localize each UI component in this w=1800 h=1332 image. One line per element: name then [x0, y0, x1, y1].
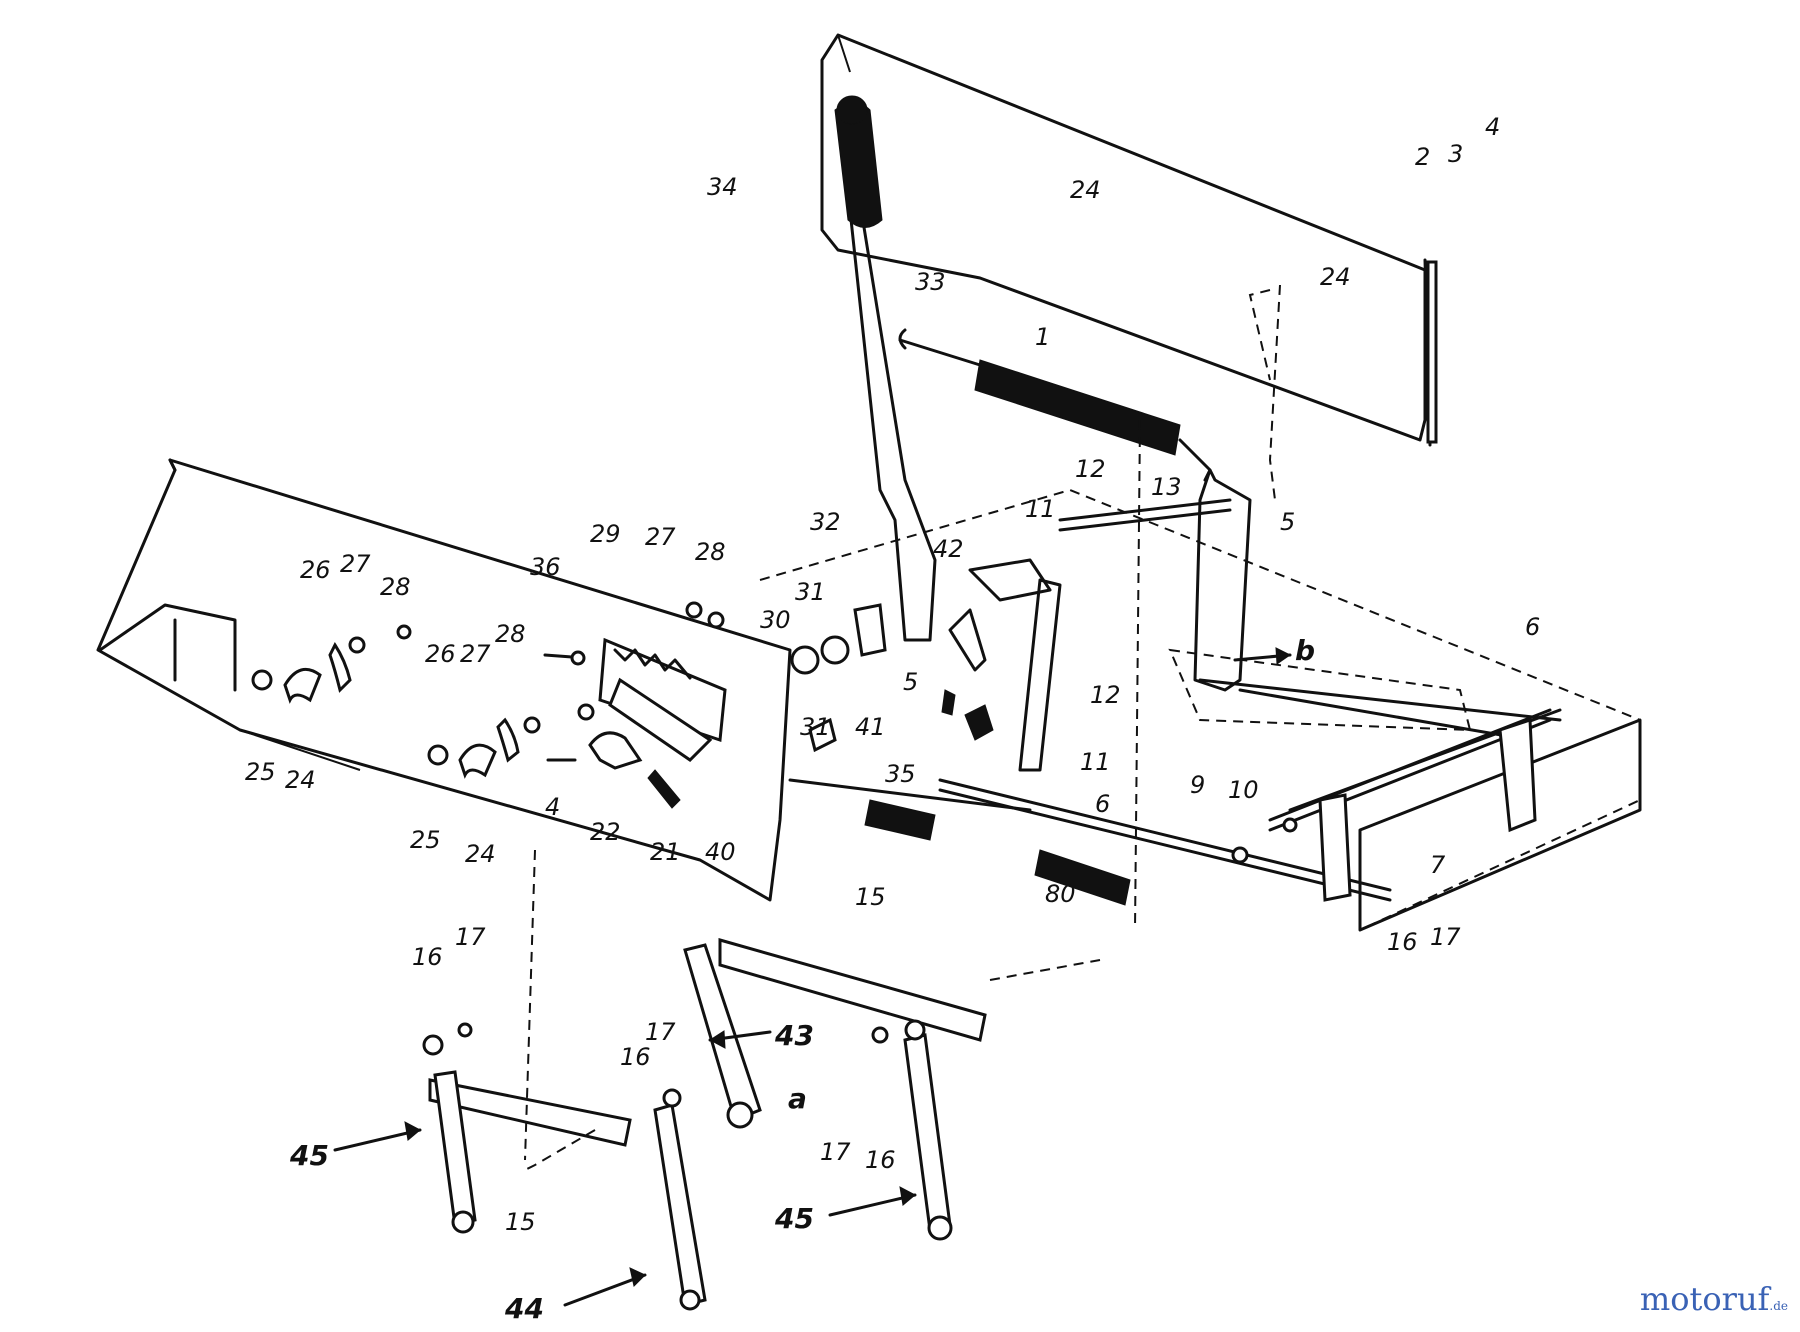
callout-10: 10 — [1228, 776, 1259, 804]
callout-25-left: 25 — [245, 758, 276, 786]
callout-7: 7 — [1430, 851, 1446, 879]
watermark-logo: motoruf.de — [1640, 1280, 1788, 1318]
callout-31-low: 31 — [800, 713, 831, 741]
callout-28-top: 28 — [380, 573, 411, 601]
callout-6-mid: 6 — [1095, 790, 1110, 818]
spring-1 — [898, 328, 1212, 482]
callout-26-top: 26 — [300, 556, 331, 584]
callout-24-bracket: 24 — [1320, 263, 1351, 291]
callout-24-left: 24 — [285, 766, 316, 794]
callout-5-right: 5 — [1280, 508, 1295, 536]
callout-27-right: 27 — [645, 523, 676, 551]
watermark-tld: .de — [1769, 1299, 1788, 1313]
callout-34: 34 — [707, 173, 738, 201]
cross-shaft — [1231, 708, 1552, 902]
callout-13: 13 — [1151, 473, 1182, 501]
callout-15-low: 15 — [505, 1208, 536, 1236]
callout-42: 42 — [933, 535, 964, 563]
shift-lever — [834, 95, 937, 642]
chassis-base — [759, 488, 1642, 981]
callout-11-mid: 11 — [1080, 748, 1111, 776]
callout-16-a: 16 — [412, 943, 443, 971]
shift-quadrant — [598, 637, 727, 762]
callout-21: 21 — [650, 838, 681, 866]
small-parts-mid — [790, 603, 994, 753]
callout-27-mid: 27 — [460, 640, 491, 668]
callout-4-left: 4 — [545, 793, 560, 821]
callout-6-right: 6 — [1525, 613, 1540, 641]
callout-22: 22 — [590, 818, 621, 846]
callout-17-a: 17 — [455, 923, 486, 951]
ref-letter-b: b — [1295, 634, 1315, 667]
ref-letter-a: a — [788, 1082, 807, 1115]
callout-44: 44 — [504, 1292, 544, 1325]
guide-lines — [524, 284, 1281, 1171]
callout-12-mid: 12 — [1090, 681, 1121, 709]
callout-12-top: 12 — [1075, 455, 1106, 483]
arrows — [333, 647, 1292, 1307]
callout-41: 41 — [855, 713, 886, 741]
callout-labels: 1 2 3 4 4 5 5 6 6 7 9 10 11 11 12 12 13 … — [245, 113, 1540, 1325]
callout-28-right: 28 — [695, 538, 726, 566]
callout-45-left: 45 — [289, 1139, 329, 1172]
linkage — [948, 468, 1252, 772]
callout-4-top: 4 — [1485, 113, 1500, 141]
callout-16-b: 16 — [620, 1043, 651, 1071]
watermark-name: motoruf — [1639, 1280, 1770, 1318]
callout-27-top: 27 — [340, 550, 371, 578]
lower-levers — [422, 938, 987, 1311]
side-cover — [96, 458, 792, 902]
callout-80: 80 — [1045, 880, 1076, 908]
callout-31-top: 31 — [795, 578, 826, 606]
callout-16-c: 16 — [865, 1146, 896, 1174]
callout-2: 2 — [1415, 143, 1430, 171]
small-parts-left — [251, 601, 725, 809]
callout-11-top: 11 — [1025, 495, 1056, 523]
callout-25-mid: 25 — [410, 826, 441, 854]
callout-17-d: 17 — [1430, 923, 1461, 951]
callout-43: 43 — [774, 1019, 814, 1052]
callout-35: 35 — [885, 760, 916, 788]
callout-17-c: 17 — [820, 1138, 851, 1166]
rear-panel — [820, 33, 1438, 447]
callout-45-right: 45 — [774, 1202, 814, 1235]
callout-15-mid: 15 — [855, 883, 886, 911]
callout-26-mid: 26 — [425, 640, 456, 668]
callout-40: 40 — [705, 838, 736, 866]
callout-9: 9 — [1190, 771, 1205, 799]
callout-3: 3 — [1448, 140, 1463, 168]
callout-24-panel: 24 — [1070, 176, 1101, 204]
callout-28-mid: 28 — [495, 620, 526, 648]
callout-32: 32 — [810, 508, 841, 536]
callout-29: 29 — [590, 520, 621, 548]
callout-24-mid: 24 — [465, 840, 496, 868]
callout-36: 36 — [530, 553, 561, 581]
callout-16-d: 16 — [1387, 928, 1418, 956]
callout-5-mid: 5 — [903, 668, 918, 696]
callout-1: 1 — [1035, 323, 1050, 351]
callout-33: 33 — [915, 268, 946, 296]
callout-30: 30 — [760, 606, 791, 634]
callout-17-b: 17 — [645, 1018, 676, 1046]
